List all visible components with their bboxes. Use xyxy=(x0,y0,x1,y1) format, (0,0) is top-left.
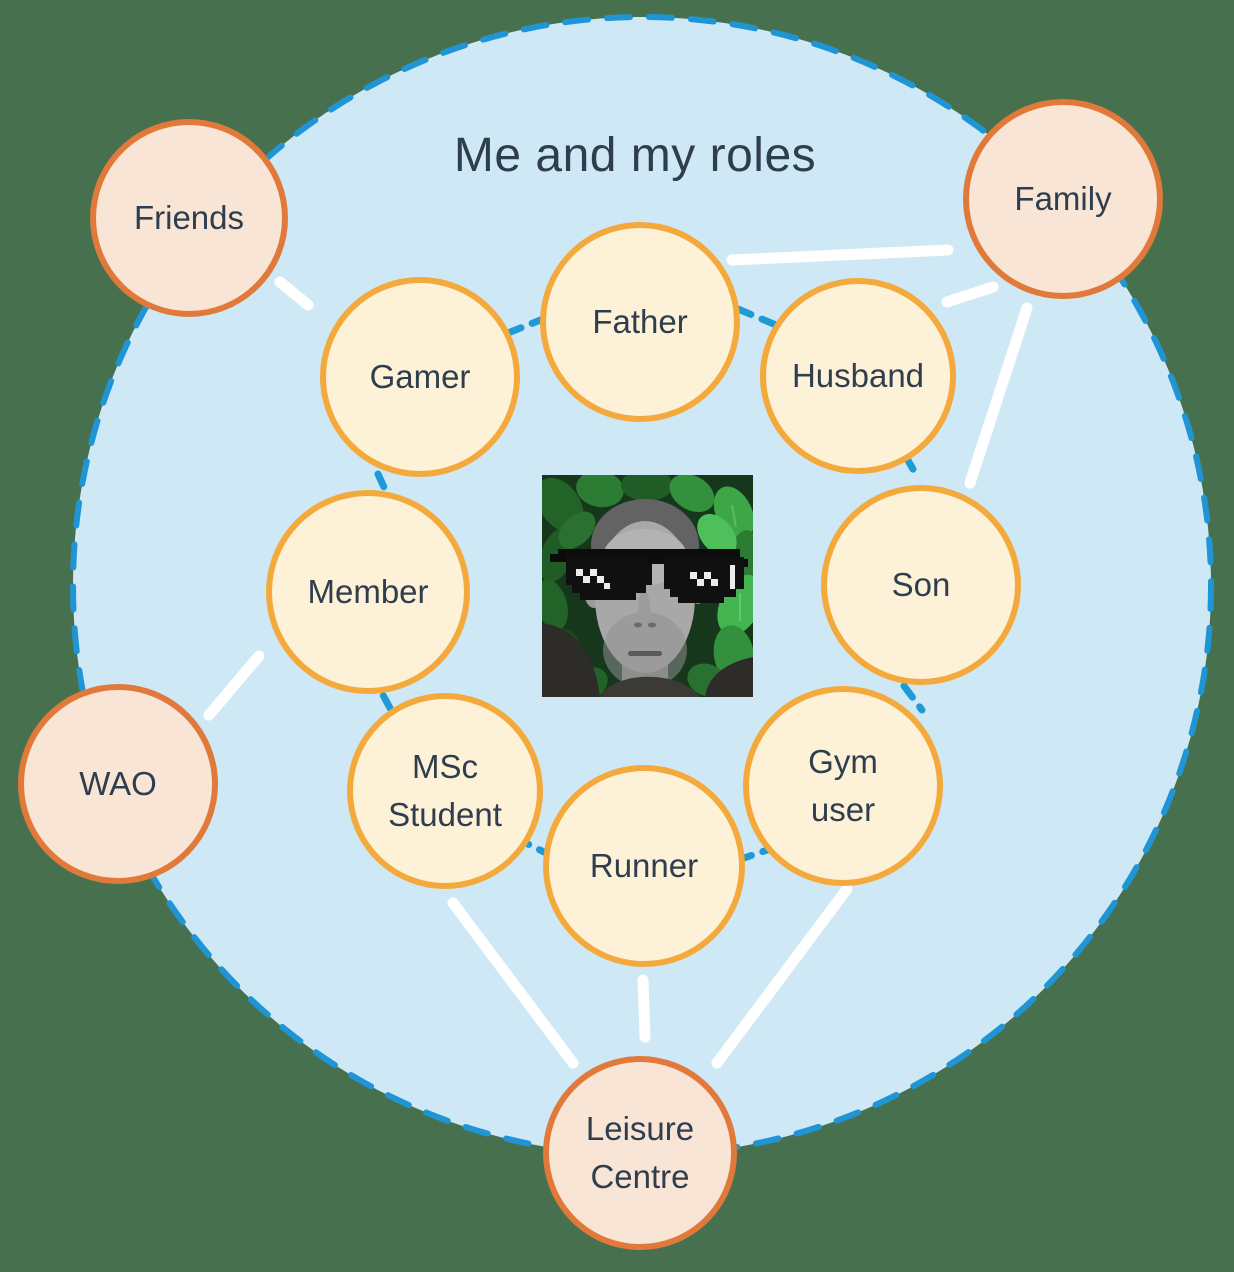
node-wao: WAO xyxy=(18,684,218,884)
profile-photo xyxy=(536,469,763,705)
connector-line xyxy=(637,974,651,1043)
node-family: Family xyxy=(963,99,1163,299)
node-label: Son xyxy=(891,566,951,604)
node-label: Husband xyxy=(791,357,925,395)
node-leisure-centre: Leisure Centre xyxy=(543,1056,737,1250)
connector-line xyxy=(203,650,265,721)
node-label: WAO xyxy=(79,765,157,803)
node-msc-student: MSc Student xyxy=(347,693,543,889)
node-label: Friends xyxy=(133,199,245,237)
profile-photo-image xyxy=(536,469,763,705)
connector-line xyxy=(274,276,314,311)
connector-line xyxy=(711,883,853,1069)
node-label: MSc Student xyxy=(388,748,502,833)
dashed-link xyxy=(374,470,392,500)
pixel-sunglasses xyxy=(550,549,748,603)
node-husband: Husband xyxy=(760,278,956,474)
node-gym-user: Gym user xyxy=(743,686,943,886)
solid-connectors xyxy=(203,244,1033,1069)
node-runner: Runner xyxy=(543,765,745,967)
node-label: Family xyxy=(1014,180,1112,218)
connector-line xyxy=(941,281,999,308)
dashed-link xyxy=(734,305,780,329)
node-father: Father xyxy=(540,222,740,422)
node-label: Gym user xyxy=(808,743,878,828)
dashed-link xyxy=(374,682,394,712)
node-label: Runner xyxy=(589,847,699,885)
node-label: Leisure Centre xyxy=(585,1110,695,1195)
connector-line xyxy=(447,897,579,1069)
node-friends: Friends xyxy=(90,119,288,317)
node-label: Gamer xyxy=(369,358,471,396)
node-gamer: Gamer xyxy=(320,277,520,477)
node-member: Member xyxy=(266,490,470,694)
node-label: Member xyxy=(307,573,429,611)
dashed-link xyxy=(900,682,926,714)
diagram-title: Me and my roles xyxy=(453,129,817,182)
node-son: Son xyxy=(821,485,1021,685)
node-label: Father xyxy=(592,303,688,341)
connector-line xyxy=(964,302,1033,489)
connector-line xyxy=(726,244,954,266)
